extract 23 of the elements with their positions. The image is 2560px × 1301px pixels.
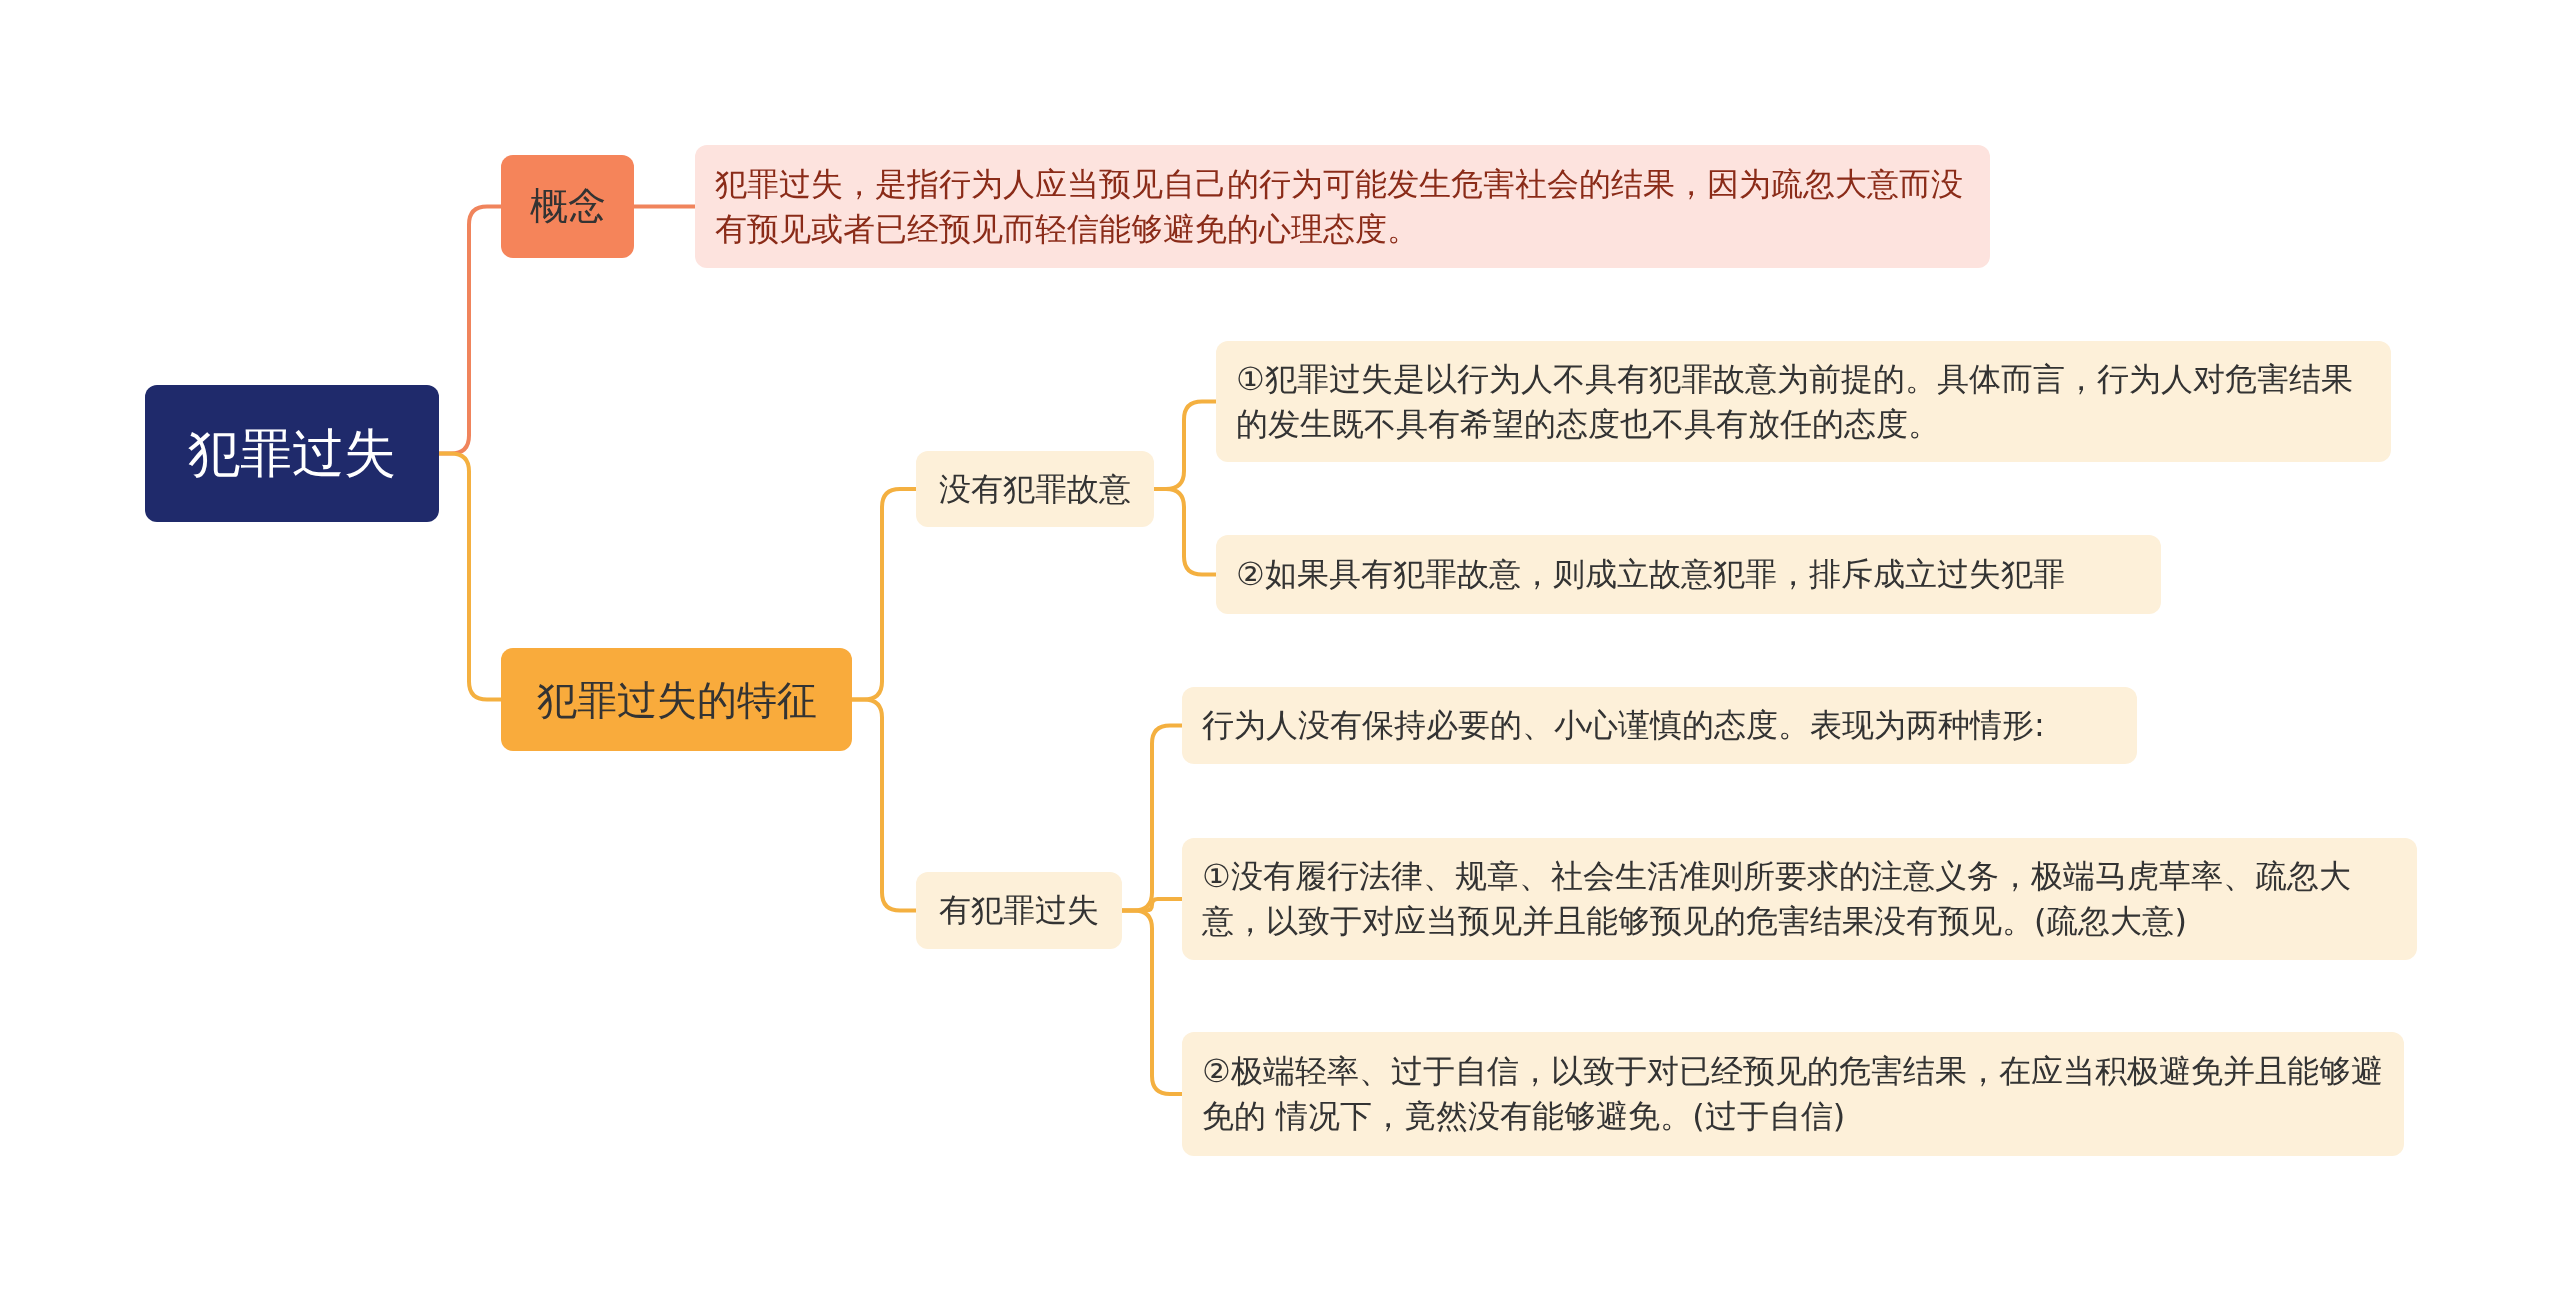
node-text: ②极端轻率、过于自信，以致于对已经预见的危害结果，在应当积极避免并且能够避免的 情况下，竟然没有能够避免。(过于自信) (1202, 1051, 2384, 1137)
node-text: 行为人没有保持必要的、小心谨慎的态度。表现为两种情形: (1202, 705, 2045, 747)
subtopic-box (916, 872, 1122, 949)
node-text: 犯罪过失的特征 (536, 675, 817, 725)
root-topic-box (145, 385, 439, 522)
node-text: ①没有履行法律、规章、社会生活准则所要求的注意义务，极端马虎草率、疏忽大意，以致于对应当预见并且能够预见的危害结果没有预见。(疏忽大意) (1202, 856, 2352, 942)
connector-line (634, 204, 695, 209)
topic-box (501, 648, 852, 751)
node-text: 概念 (529, 182, 606, 230)
detail-box (1216, 341, 2391, 462)
node-text: 犯罪过失 (188, 422, 396, 486)
node-text: 没有犯罪故意 (939, 468, 1131, 510)
node-text: 有犯罪过失 (939, 890, 1099, 932)
node-text: 犯罪过失，是指行为人应当预见自己的行为可能发生危害社会的结果，因为疏忽大意而没有预见或者已经预见而轻信能够避免的心理态度。 (715, 163, 1964, 250)
topic-box (501, 155, 634, 258)
detail-box (1216, 535, 2161, 614)
subtopic-box (916, 451, 1154, 527)
detail-box (1182, 838, 2417, 960)
detail-box (1182, 687, 2137, 764)
node-text: ①犯罪过失是以行为人不具有犯罪故意为前提的。具体而言，行为人对危害结果的发生既不具有希望的态度也不具有放任的态度。 (1236, 358, 2354, 445)
detail-box (695, 145, 1990, 268)
detail-box (1182, 1032, 2404, 1156)
node-text: ②如果具有犯罪故意，则成立故意犯罪，排斥成立过失犯罪 (1236, 554, 2065, 596)
